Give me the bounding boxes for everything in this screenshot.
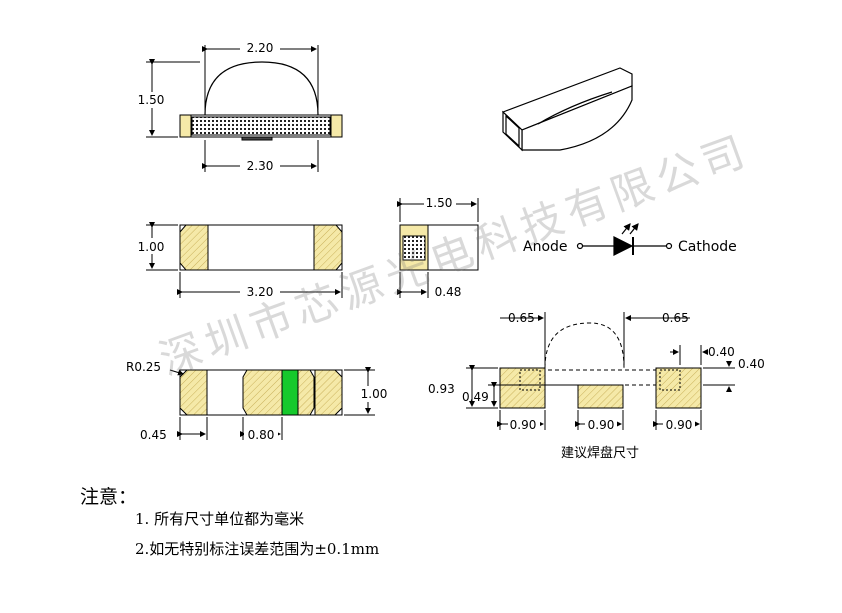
note-item: 2.如无特别标注误差范围为±0.1mm bbox=[135, 540, 380, 558]
dim-height: 1.50 bbox=[138, 93, 165, 107]
dim-top-height: 1.00 bbox=[138, 240, 165, 254]
iso-view bbox=[501, 67, 633, 152]
dim-total-h: 0.93 bbox=[428, 382, 455, 396]
dim-pad: 0.45 bbox=[140, 428, 167, 442]
dim-gap: 0.80 bbox=[248, 428, 275, 442]
dim-top-width: 2.20 bbox=[247, 41, 274, 55]
dim-lens-left: 0.65 bbox=[508, 311, 535, 325]
dim-pad-width-2: 0.90 bbox=[588, 418, 615, 432]
pad-layout bbox=[466, 312, 735, 430]
dim-pad-h: 0.40 bbox=[708, 345, 735, 359]
pad-layout-caption: 建议焊盘尺寸 bbox=[561, 445, 639, 461]
dim-center-h: 0.49 bbox=[462, 390, 489, 404]
cathode-label: Cathode bbox=[678, 239, 737, 255]
side-view bbox=[397, 198, 479, 298]
dim-bottom-width: 2.30 bbox=[247, 159, 274, 173]
note-item: 1. 所有尺寸单位都为毫米 bbox=[135, 510, 305, 528]
led-symbol bbox=[576, 223, 673, 256]
bottom-view bbox=[169, 367, 375, 440]
notes-title: 注意： bbox=[80, 486, 138, 508]
dim-length: 3.20 bbox=[247, 285, 274, 299]
dim-pad-w: 0.40 bbox=[738, 357, 765, 371]
dim-pad-width-3: 0.90 bbox=[666, 418, 693, 432]
dim-lens-right: 0.65 bbox=[662, 311, 689, 325]
dim-pad-width-1: 0.90 bbox=[510, 418, 537, 432]
dim-side-width: 1.50 bbox=[426, 196, 453, 210]
dim-side-offset: 0.48 bbox=[435, 285, 462, 299]
front-view bbox=[146, 45, 343, 172]
dim-bottom-height: 1.00 bbox=[361, 387, 388, 401]
anode-label: Anode bbox=[523, 239, 568, 255]
dim-radius: R0.25 bbox=[126, 360, 161, 374]
top-view bbox=[146, 222, 343, 298]
